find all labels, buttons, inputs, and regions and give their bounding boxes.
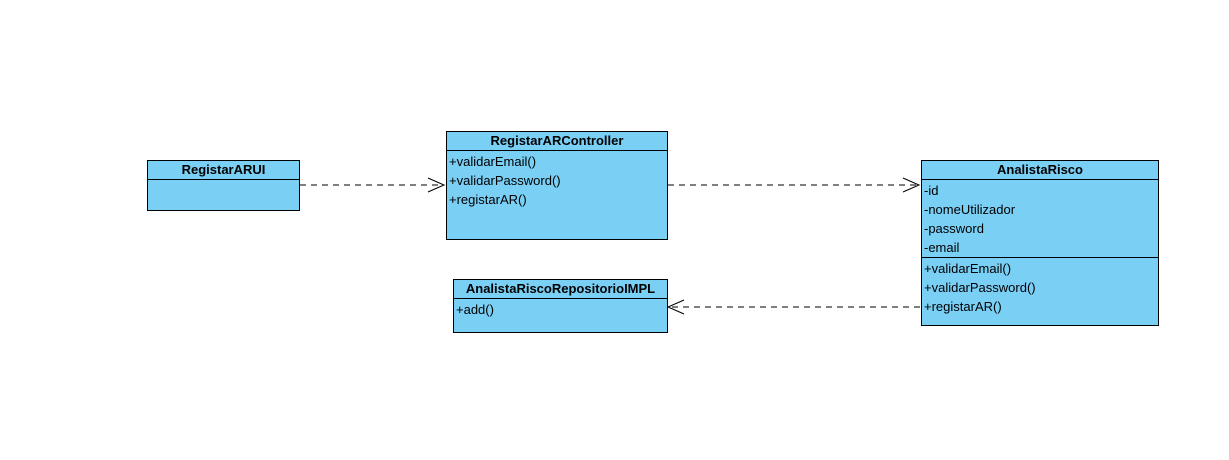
- operations-section: +add(): [454, 299, 667, 320]
- operation: +validarPassword(): [449, 173, 561, 188]
- operation: +registarAR(): [924, 299, 1002, 314]
- operation: +add(): [456, 302, 494, 317]
- arrowhead-ui-to-controller: [427, 177, 446, 193]
- attribute: -password: [924, 221, 984, 236]
- class-name: AnalistaRisco: [922, 161, 1158, 180]
- class-analistarisco[interactable]: AnalistaRisco -id -nomeUtilizador -passw…: [921, 160, 1159, 326]
- operations-section: +validarEmail() +validarPassword() +regi…: [447, 151, 667, 210]
- attributes-section: -id -nomeUtilizador -password -email: [922, 180, 1158, 257]
- attribute: -id: [924, 183, 939, 198]
- operation: +validarEmail(): [449, 154, 537, 169]
- attribute: -email: [924, 240, 960, 255]
- class-registararui[interactable]: RegistarARUI: [147, 160, 300, 211]
- class-name: RegistarARUI: [148, 161, 299, 180]
- arrowhead-analista-to-repositorio: [666, 299, 685, 315]
- class-name: AnalistaRiscoRepositorioIMPL: [454, 280, 667, 299]
- operation: +validarEmail(): [924, 261, 1012, 276]
- operations-section: +validarEmail() +validarPassword() +regi…: [922, 257, 1158, 317]
- operation: +validarPassword(): [924, 280, 1036, 295]
- class-registararcontroller[interactable]: RegistarARController +validarEmail() +va…: [446, 131, 668, 240]
- arrowhead-controller-to-analista: [902, 177, 921, 193]
- operation: +registarAR(): [449, 192, 527, 207]
- class-name: RegistarARController: [447, 132, 667, 151]
- attribute: -nomeUtilizador: [924, 202, 1016, 217]
- class-analistariscorepositorioimpl[interactable]: AnalistaRiscoRepositorioIMPL +add(): [453, 279, 668, 333]
